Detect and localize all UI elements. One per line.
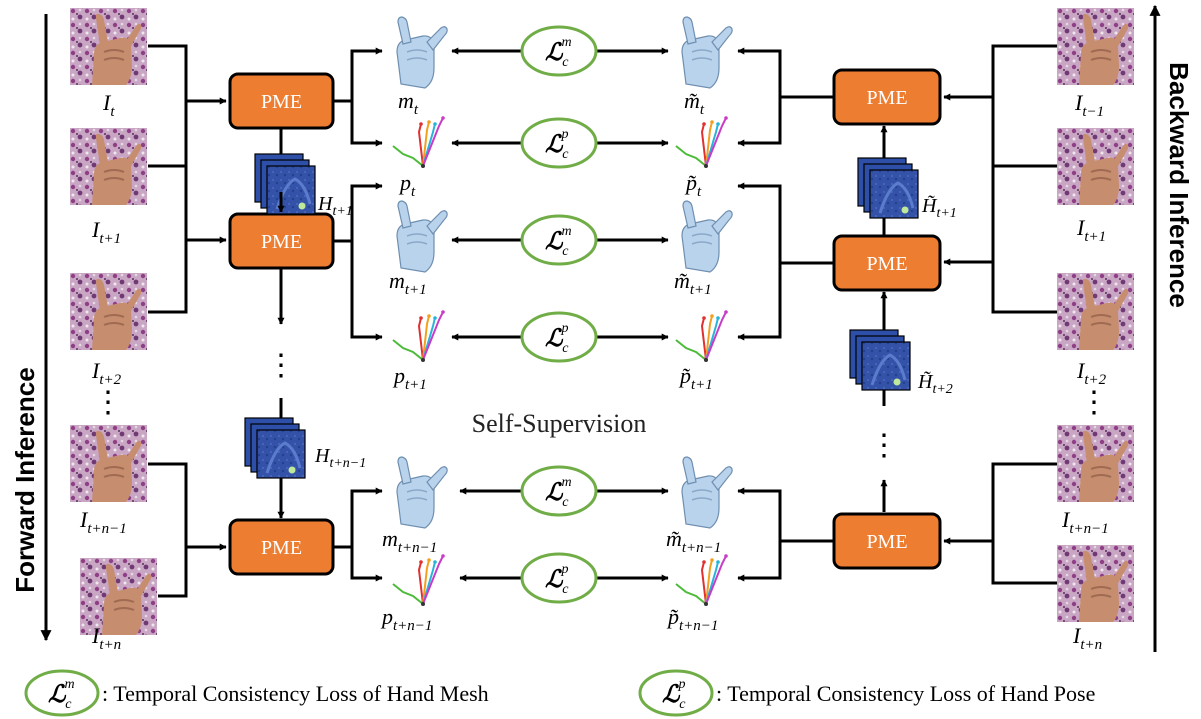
right-mesh-2	[681, 200, 733, 273]
svg-text:PME: PME	[866, 87, 907, 109]
left-frame-label-3: It+2	[91, 358, 122, 388]
left-heatmap-label-1: Ht+1	[317, 193, 353, 219]
left-output-connectors	[333, 47, 383, 582]
right-pme-1: PME	[832, 68, 942, 126]
svg-text:PME: PME	[261, 231, 302, 253]
right-frame-label-1: It−1	[1074, 90, 1104, 120]
right-frame-2	[1056, 127, 1135, 206]
right-pose-label-3: p̃t+n−1	[666, 604, 718, 634]
legend-pose: ℒcp : Temporal Consistency Loss of Hand …	[638, 669, 1095, 717]
right-heatmap-label-2: H̃t+2	[917, 370, 953, 397]
left-pme-ellipsis: ⋮	[266, 349, 296, 382]
svg-text:ℒcp: ℒcp	[545, 127, 569, 162]
left-frame-connectors	[148, 44, 227, 598]
right-frame-label-2: It+1	[1076, 215, 1106, 245]
left-frame-2	[69, 127, 148, 206]
left-frame-4	[69, 424, 148, 503]
left-frame-3	[69, 272, 148, 351]
right-frame-4	[1056, 424, 1135, 503]
left-pose-label-1: pt	[398, 170, 416, 200]
svg-text:PME: PME	[866, 531, 907, 553]
left-mesh-label-1: mt	[398, 88, 419, 118]
svg-text:ℒcp: ℒcp	[662, 677, 686, 712]
left-mesh-label-3: mt+n−1	[382, 526, 437, 556]
left-mesh-2	[396, 200, 448, 273]
svg-text:ℒcm: ℒcm	[545, 224, 572, 259]
left-heatmap-2	[243, 416, 307, 480]
left-heatmap-label-2: Ht+n−1	[314, 445, 366, 471]
svg-text:ℒcm: ℒcm	[48, 677, 75, 712]
right-frame-5	[1056, 544, 1135, 623]
right-mesh-3	[681, 456, 733, 529]
right-pme-3: PME	[832, 512, 942, 570]
left-mesh-3	[396, 456, 448, 529]
left-frames-ellipsis: ⋮	[93, 386, 123, 419]
right-frame-connectors	[943, 44, 1057, 585]
svg-text:PME: PME	[866, 253, 907, 275]
right-pose-label-1: p̃t	[684, 170, 702, 200]
left-pose-label-3: pt+n−1	[380, 604, 432, 634]
legend-mesh-text: : Temporal Consistency Loss of Hand Mesh	[102, 681, 489, 706]
loss-pose-3: ℒcp	[520, 552, 598, 604]
left-pose-label-2: pt+1	[392, 363, 427, 393]
left-pose-1	[392, 115, 446, 169]
right-heatmap-label-1: H̃t+1	[921, 194, 957, 221]
right-frames-ellipsis: ⋮	[1079, 386, 1109, 419]
left-pme-2: PME	[228, 212, 335, 270]
loss-mesh-3: ℒcm	[520, 465, 598, 517]
svg-text:ℒcm: ℒcm	[545, 35, 572, 70]
right-output-connectors	[737, 47, 834, 582]
left-pme-1: PME	[228, 72, 335, 130]
right-mesh-label-1: m̃t	[684, 88, 705, 118]
right-frame-label-5: It+n	[1072, 623, 1102, 653]
left-frame-label-4: It+n−1	[79, 507, 127, 537]
loss-pose-2: ℒcp	[520, 311, 598, 363]
left-pose-2	[392, 309, 446, 363]
right-frame-label-3: It+2	[1076, 358, 1107, 388]
right-mesh-label-2: m̃t+1	[674, 268, 712, 298]
loss-pose-1: ℒcp	[520, 117, 598, 169]
svg-text:ℒcp: ℒcp	[545, 321, 569, 356]
right-heatmap-2	[848, 328, 912, 392]
left-frame-1	[69, 7, 148, 86]
legend-pose-text: : Temporal Consistency Loss of Hand Pose	[716, 681, 1095, 706]
svg-text:PME: PME	[261, 537, 302, 559]
forward-inference-label: Forward Inference	[10, 367, 40, 592]
backward-inference-label: Backward Inference	[1164, 62, 1194, 308]
right-pose-3	[675, 553, 729, 607]
legend-mesh: ℒcm : Temporal Consistency Loss of Hand …	[24, 669, 489, 717]
right-pose-label-2: p̃t+1	[678, 363, 713, 393]
left-pme-3: PME	[228, 518, 335, 576]
left-frame-label-2: It+1	[91, 217, 121, 247]
left-frame-label-5: It+n	[91, 623, 121, 653]
right-mesh-label-3: m̃t+n−1	[666, 526, 721, 556]
right-pme-ellipsis: ⋮	[869, 429, 899, 462]
left-mesh-label-2: mt+1	[389, 268, 427, 298]
right-pme-2: PME	[832, 234, 942, 292]
loss-mesh-1: ℒcm	[520, 25, 598, 77]
self-supervision-label: Self-Supervision	[472, 409, 647, 438]
right-frame-3	[1056, 272, 1135, 351]
right-mesh-1	[681, 16, 733, 89]
right-heatmap-1	[856, 156, 920, 220]
left-pose-3	[392, 553, 446, 607]
right-frame-1	[1056, 7, 1135, 86]
left-mesh-1	[396, 16, 448, 89]
right-pose-2	[675, 309, 729, 363]
left-frame-label-1: It	[102, 90, 115, 120]
left-heatmap-1	[253, 152, 317, 216]
svg-text:ℒcp: ℒcp	[545, 562, 569, 597]
loss-mesh-2: ℒcm	[520, 214, 598, 266]
svg-text:ℒcm: ℒcm	[545, 475, 572, 510]
right-frame-label-4: It+n−1	[1061, 507, 1109, 537]
svg-text:PME: PME	[261, 91, 302, 113]
right-pose-1	[675, 115, 729, 169]
